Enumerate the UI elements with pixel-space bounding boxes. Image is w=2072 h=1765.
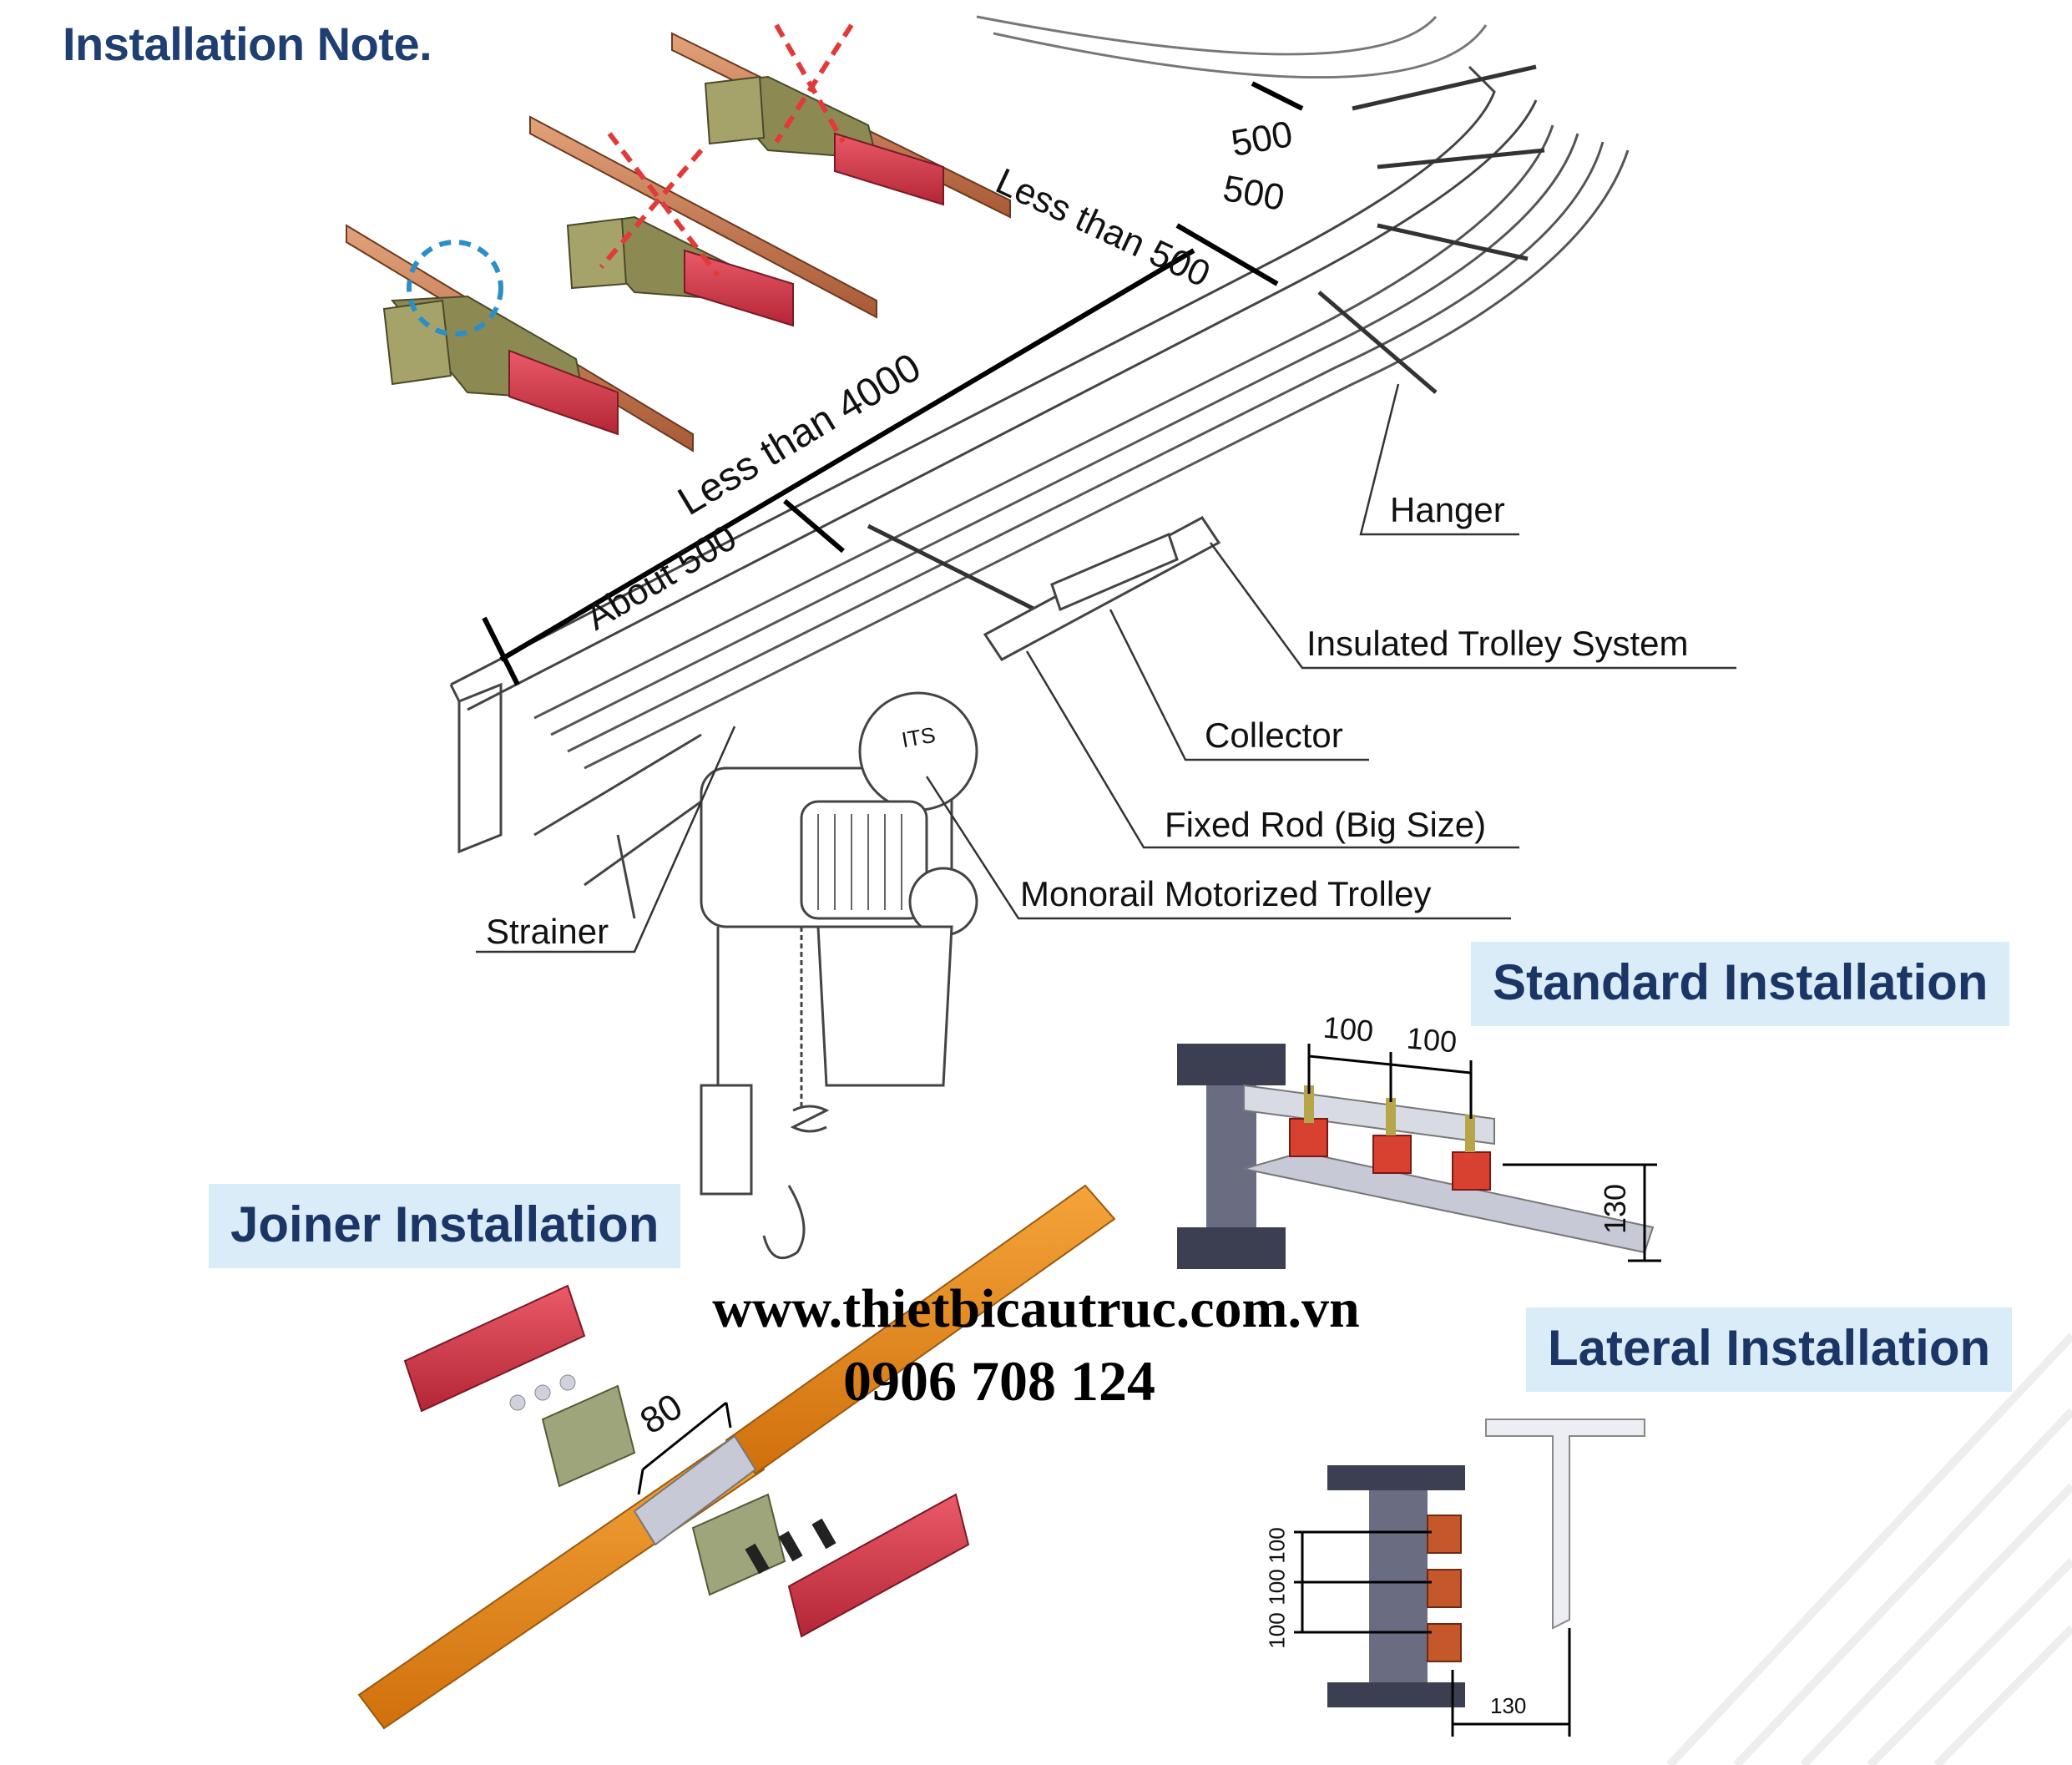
callout-insulated-trolley-system: Insulated Trolley System — [1306, 624, 1689, 663]
lateral-spacing-2: 100 — [1264, 1569, 1290, 1606]
callout-monorail-motorized-trolley: Monorail Motorized Trolley — [1020, 874, 1432, 913]
collector-detail-wrong-1 — [529, 115, 877, 327]
page-title: Installation Note. — [63, 18, 432, 70]
collector-arm-drawing — [983, 516, 1221, 661]
wrong-mark-1b — [599, 149, 704, 269]
strainer-drawing — [533, 733, 702, 919]
standard-spacing-1: 100 — [1322, 1009, 1375, 1049]
callout-collector: Collector — [1205, 716, 1343, 755]
lateral-installation-drawing — [1294, 1419, 1645, 1737]
hoist-brand-label: ITS — [899, 721, 937, 753]
watermark-website: www.thietbicautruc.com.vn — [712, 1278, 1360, 1339]
wrong-mark-1a — [607, 132, 720, 277]
joiner-installation-drawing — [357, 1184, 1116, 1730]
standard-installation-drawing — [1177, 1044, 1661, 1269]
callout-strainer: Strainer — [486, 912, 609, 951]
rail-dimension-lines — [482, 81, 1304, 686]
joiner-installation-heading: Joiner Installation — [209, 1184, 681, 1268]
lateral-installation-heading: Lateral Installation — [1526, 1307, 2013, 1392]
standard-height: 130 — [1598, 1183, 1633, 1235]
monorail-motorized-trolley-drawing — [700, 691, 978, 1260]
lateral-spacing-3: 100 — [1264, 1612, 1290, 1649]
callout-leaders — [476, 383, 1736, 953]
conductor-rail-system — [449, 15, 1630, 854]
wrong-mark-2a — [774, 23, 846, 144]
collector-detail-correct — [346, 224, 694, 453]
standard-installation-heading: Standard Installation — [1471, 942, 2010, 1026]
watermark-phone: 0906 708 124 — [843, 1349, 1155, 1413]
callout-hanger: Hanger — [1390, 490, 1505, 529]
callout-fixed-rod: Fixed Rod (Big Size) — [1165, 805, 1487, 844]
standard-spacing-2: 100 — [1405, 1020, 1458, 1060]
wrong-mark-2b — [774, 23, 854, 144]
background-stripes — [1666, 1333, 2072, 1765]
lateral-spacing-1: 100 — [1264, 1527, 1290, 1564]
collector-detail-wrong-2 — [671, 23, 1011, 219]
correct-contact-highlight — [407, 240, 503, 336]
lateral-offset: 130 — [1490, 1693, 1527, 1718]
